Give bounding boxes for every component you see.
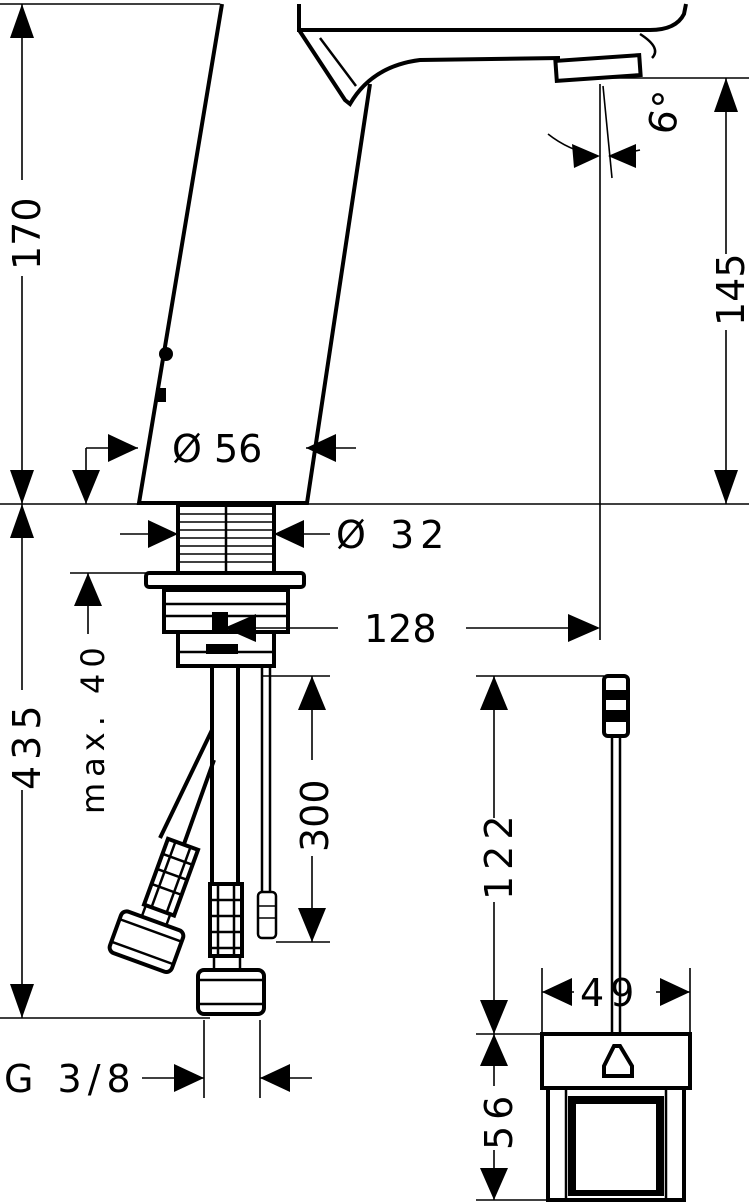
label-shank-diameter: Ø 32 — [336, 513, 450, 557]
hoses — [107, 666, 278, 1016]
mounting-shank — [144, 503, 306, 668]
label-height-total: 170 — [5, 197, 49, 270]
label-max-thickness: max. 40 — [74, 641, 112, 814]
label-body-diameter: Ø 56 — [172, 427, 262, 471]
vertical-nut — [196, 968, 266, 1016]
label-spout-angle: 6° — [640, 87, 691, 137]
sensor-dot — [159, 347, 173, 361]
label-box-depth: 56 — [477, 1090, 521, 1150]
dimension-labels: 170 145 6° Ø 56 Ø 32 128 max. 40 435 300… — [4, 87, 749, 1150]
label-connection: G 3/8 — [4, 1057, 137, 1101]
dimension-lines — [0, 3, 749, 1201]
control-box — [540, 674, 692, 1202]
label-height-spout: 145 — [709, 253, 749, 326]
label-box-height: 122 — [477, 809, 521, 900]
label-box-width: 49 — [580, 971, 640, 1015]
label-projection: 128 — [364, 607, 437, 651]
label-cable-length: 300 — [293, 779, 337, 852]
label-under-length: 435 — [5, 699, 49, 790]
